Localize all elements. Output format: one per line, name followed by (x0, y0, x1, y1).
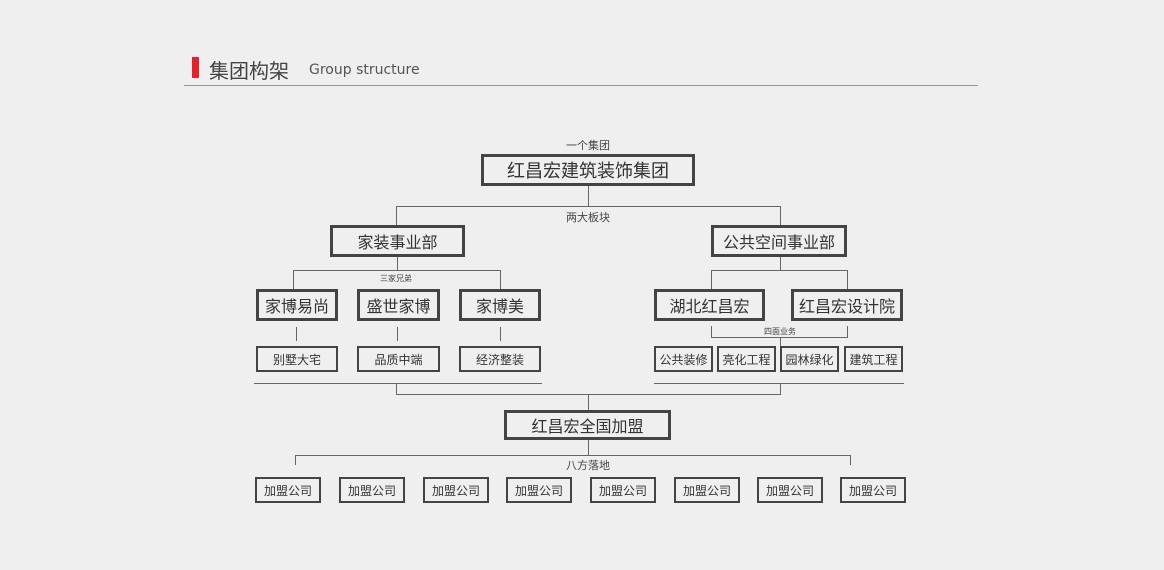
service-box: 公共装修 (654, 346, 713, 372)
page-title: 集团构架 (209, 59, 289, 83)
connector (780, 206, 781, 225)
group-caption: 一个集团 (563, 137, 613, 153)
connector (711, 326, 712, 337)
connector (588, 186, 589, 206)
member-box: 加盟公司 (506, 477, 572, 503)
connector (847, 270, 848, 289)
brand-box: 家博美 (459, 289, 541, 321)
member-box: 加盟公司 (255, 477, 321, 503)
member-box: 加盟公司 (590, 477, 656, 503)
connector (711, 270, 712, 289)
page-subtitle: Group structure (309, 62, 420, 78)
home-division-box: 家装事业部 (330, 225, 465, 257)
brothers-caption: 三家兄弟 (377, 273, 415, 284)
connector (654, 383, 904, 384)
connector (588, 440, 589, 455)
title-accent-bar (192, 57, 199, 78)
connector (850, 455, 851, 465)
connector (396, 206, 781, 207)
connector (588, 394, 589, 410)
connector (780, 383, 781, 394)
member-box: 加盟公司 (423, 477, 489, 503)
title-divider (184, 85, 978, 86)
brand-box: 家博易尚 (256, 289, 338, 321)
member-box: 加盟公司 (840, 477, 906, 503)
connector (500, 270, 501, 289)
connector (396, 383, 397, 394)
public-division-box: 公共空间事业部 (711, 225, 847, 257)
connector (396, 206, 397, 225)
divisions-caption: 两大板块 (563, 209, 613, 225)
connector (293, 270, 501, 271)
franchise-caption: 八方落地 (563, 457, 613, 473)
connector (254, 383, 542, 384)
company-box: 红昌宏设计院 (791, 289, 903, 321)
service-box: 园林绿化 (780, 346, 839, 372)
member-box: 加盟公司 (674, 477, 740, 503)
brand-box: 盛世家博 (357, 289, 440, 321)
company-box: 湖北红昌宏 (654, 289, 765, 321)
group-box: 红昌宏建筑装饰集团 (481, 154, 695, 186)
connector (397, 327, 398, 341)
connector (295, 455, 296, 465)
tag-box: 经济整装 (459, 346, 541, 372)
service-box: 亮化工程 (717, 346, 776, 372)
tag-box: 品质中端 (357, 346, 440, 372)
connector (780, 257, 781, 270)
services-caption: 四面业务 (761, 326, 799, 337)
service-box: 建筑工程 (844, 346, 903, 372)
connector (293, 270, 294, 289)
connector (711, 270, 848, 271)
connector (500, 327, 501, 341)
connector (847, 326, 848, 337)
connector (296, 327, 297, 341)
connector (397, 257, 398, 270)
franchise-box: 红昌宏全国加盟 (504, 410, 671, 440)
member-box: 加盟公司 (757, 477, 823, 503)
connector (711, 337, 848, 338)
connector (295, 455, 851, 456)
tag-box: 别墅大宅 (256, 346, 338, 372)
connector (780, 337, 781, 346)
member-box: 加盟公司 (339, 477, 405, 503)
